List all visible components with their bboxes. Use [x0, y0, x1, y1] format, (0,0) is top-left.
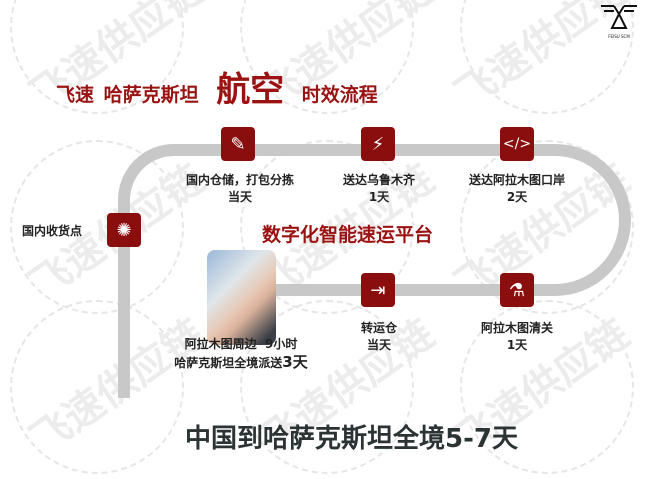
step-time: 2天: [506, 190, 528, 204]
page-title: 飞速 哈萨克斯坦 航空 时效流程: [56, 62, 378, 111]
step-label: 国内收货点: [21, 224, 83, 238]
lightbulb-icon: ✺: [107, 213, 141, 247]
step-time: 当天: [227, 190, 253, 204]
plug-icon: ⚡: [361, 127, 395, 161]
step-label: 送达阿拉木图口岸: [468, 173, 566, 187]
summary-text: 中国到哈萨克斯坦全境5-7天: [185, 424, 518, 454]
step-time: 1天: [506, 338, 528, 352]
step-time-days: 3天: [282, 353, 308, 371]
watermark-circle: [460, 300, 634, 474]
step-label: 国内仓储，打包分拣: [185, 173, 295, 187]
title-process: 时效流程: [301, 84, 378, 106]
step-time-text: 哈萨克斯坦全境派送: [174, 356, 283, 370]
step-label: 转运仓: [360, 321, 398, 335]
title-brand: 飞速: [56, 84, 95, 106]
watermark-circle: [240, 300, 414, 474]
step-label: 阿拉木图周边 9小时: [184, 337, 298, 351]
step-time: 哈萨克斯坦全境派送3天: [174, 354, 307, 371]
title-country: 哈萨克斯坦: [103, 84, 199, 106]
title-mode: 航空: [216, 70, 285, 110]
file-import-icon: ⇥: [361, 273, 395, 307]
handshake-photo: [207, 250, 276, 345]
watermark-circle: [10, 300, 184, 474]
flask-icon: ⚗: [500, 273, 534, 307]
step-label: 阿拉木图清关: [480, 321, 554, 335]
code-icon: </>: [500, 127, 534, 161]
platform-title: 数字化智能速运平台: [262, 224, 434, 246]
step-label: 送达乌鲁木齐: [342, 173, 416, 187]
logo-mark-icon: [601, 5, 637, 29]
pencil-icon: ✎: [221, 127, 255, 161]
logo: FEISU SCM: [600, 2, 638, 39]
step-time: 1天: [368, 190, 390, 204]
logo-text: FEISU SCM: [608, 34, 630, 39]
step-time: 当天: [366, 338, 392, 352]
